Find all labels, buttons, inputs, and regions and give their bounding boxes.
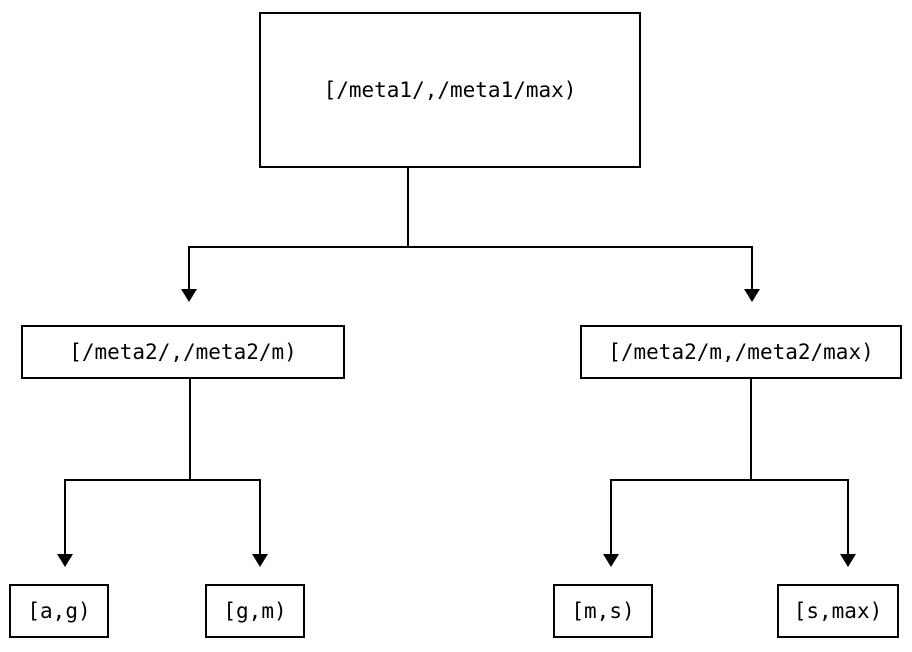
- edge-mid-left-stem: [189, 379, 191, 480]
- node-leaf-m-s[interactable]: [m,s): [553, 584, 653, 638]
- node-leaf-g-m-label: [g,m): [223, 598, 287, 623]
- node-root-label: [/meta1/,/meta1/max): [323, 77, 577, 102]
- edge-root-to-mid-left-drop: [188, 246, 190, 290]
- node-root[interactable]: [/meta1/,/meta1/max): [259, 12, 641, 168]
- node-leaf-a-g-label: [a,g): [27, 598, 91, 623]
- arrowhead-mid-right-to-leaf4: [840, 554, 856, 567]
- node-leaf-g-m[interactable]: [g,m): [205, 584, 305, 638]
- arrowhead-mid-left-to-leaf2: [252, 554, 268, 567]
- edge-mid-left-to-leaf1-drop: [64, 479, 66, 555]
- arrowhead-mid-right-to-leaf3: [603, 554, 619, 567]
- edge-root-crossbar: [188, 246, 753, 248]
- edge-mid-left-to-leaf2-drop: [259, 479, 261, 555]
- edge-root-stem: [407, 168, 409, 247]
- node-leaf-s-max-label: [s,max): [793, 598, 883, 623]
- edge-mid-right-stem: [750, 379, 752, 480]
- edge-mid-right-to-leaf4-drop: [847, 479, 849, 555]
- node-mid-right-label: [/meta2/m,/meta2/max): [608, 339, 874, 364]
- arrowhead-root-to-mid-right: [744, 289, 760, 302]
- edge-root-to-mid-right-drop: [751, 246, 753, 290]
- node-mid-right[interactable]: [/meta2/m,/meta2/max): [580, 325, 902, 379]
- arrowhead-mid-left-to-leaf1: [57, 554, 73, 567]
- arrowhead-root-to-mid-left: [181, 289, 197, 302]
- node-leaf-m-s-label: [m,s): [571, 598, 635, 623]
- edge-mid-left-crossbar: [64, 479, 261, 481]
- node-mid-left-label: [/meta2/,/meta2/m): [69, 339, 297, 364]
- edge-mid-right-to-leaf3-drop: [610, 479, 612, 555]
- node-mid-left[interactable]: [/meta2/,/meta2/m): [21, 325, 345, 379]
- edge-mid-right-crossbar: [610, 479, 849, 481]
- node-leaf-a-g[interactable]: [a,g): [9, 584, 109, 638]
- node-leaf-s-max[interactable]: [s,max): [777, 584, 899, 638]
